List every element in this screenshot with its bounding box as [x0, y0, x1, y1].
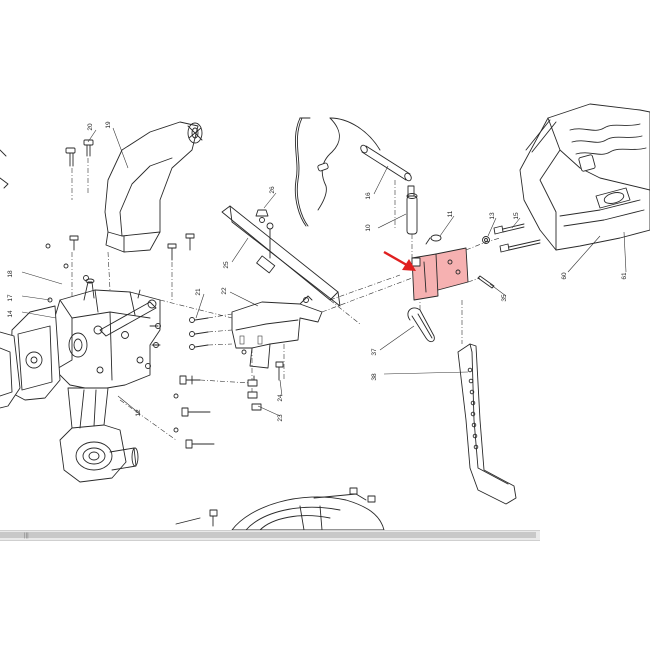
cross-plate-25 — [221, 205, 401, 307]
mounting-bracket-22 — [231, 295, 323, 392]
engine-housing — [519, 103, 650, 251]
callout-leader-11 — [439, 215, 455, 237]
bolt-set-lower-left — [173, 375, 215, 449]
callout-label-15: 15 — [513, 212, 520, 220]
callout-label-16: 16 — [365, 192, 372, 200]
highlight-arrow-icon — [383, 250, 416, 271]
callout-leader-21 — [195, 293, 205, 319]
bolt-set-shroud-base — [45, 233, 195, 303]
callout-label-24: 24 — [277, 394, 284, 402]
callout-leader-20 — [87, 129, 97, 143]
callout-leader-14 — [21, 311, 57, 319]
callout-leader-17 — [21, 295, 51, 301]
callout-leader-15 — [511, 217, 521, 229]
highlighted-depth-bracket[interactable] — [383, 247, 469, 301]
callout-label-61: 61 — [621, 272, 628, 280]
callout-label-10: 10 — [365, 224, 372, 232]
lower-guard — [175, 487, 385, 531]
callout-leader-22 — [229, 291, 259, 307]
callout-leader-19 — [112, 127, 129, 169]
callout-labels: 20 19 26 25 22 21 18 17 14 12 24 23 16 10 11 13 15 35 37 38… — [7, 121, 628, 422]
pin-15 — [467, 275, 495, 289]
callout-label-37: 37 — [371, 348, 378, 356]
callout-leader-60 — [567, 235, 601, 273]
callout-label-20: 20 — [87, 123, 94, 131]
callout-leader-18 — [21, 271, 63, 285]
bolt-set-20 — [65, 139, 94, 200]
rod-16 — [360, 144, 412, 230]
callout-leader-61 — [623, 231, 627, 273]
callout-label-13: 13 — [489, 212, 496, 220]
callout-label-23: 23 — [277, 414, 284, 422]
scrollbar-thumb[interactable]: ||| — [0, 532, 536, 539]
clip-11 — [425, 234, 442, 245]
gearbox-assembly — [0, 149, 161, 483]
callout-label-35: 35 — [501, 294, 508, 302]
assembly-center-lines — [71, 251, 413, 441]
callout-leader-16 — [373, 165, 389, 195]
callout-leader-10 — [377, 213, 407, 229]
callout-label-14: 14 — [7, 310, 14, 318]
bolt-26 — [255, 209, 269, 223]
callout-label-60: 60 — [561, 272, 568, 280]
callout-leader-37 — [379, 325, 415, 351]
callout-leader-38 — [383, 371, 469, 375]
callout-label-19: 19 — [105, 121, 112, 129]
throttle-cables — [294, 117, 381, 227]
horizontal-scrollbar[interactable]: ||| — [0, 530, 540, 541]
hairpin-clip-37 — [407, 300, 435, 343]
callout-leader-12 — [117, 395, 141, 415]
callout-label-25: 25 — [223, 261, 230, 269]
bracket-plate-side[interactable] — [436, 248, 468, 290]
callout-label-11: 11 — [447, 210, 454, 217]
upper-shroud — [104, 121, 203, 253]
callout-leader-26 — [263, 192, 277, 209]
callout-leader-13 — [487, 217, 497, 237]
callout-label-38: 38 — [371, 373, 378, 381]
callout-leader-25 — [231, 237, 249, 263]
bolt-set-13-14 — [465, 223, 541, 253]
bolt-set-21 — [189, 313, 233, 350]
callout-leader-23 — [257, 405, 281, 417]
callout-label-21: 21 — [195, 288, 202, 296]
bolt-set-23-24 — [247, 361, 284, 411]
callout-leader-35 — [489, 283, 507, 297]
callout-label-18: 18 — [7, 270, 14, 278]
callout-label-17: 17 — [7, 294, 14, 302]
callout-label-22: 22 — [221, 287, 228, 295]
callout-label-26: 26 — [269, 186, 276, 194]
depth-bar-38 — [457, 300, 517, 505]
callout-leader-24 — [279, 379, 283, 397]
pin-10 — [406, 185, 418, 262]
callout-label-12: 12 — [135, 409, 142, 417]
grip-lines-icon: ||| — [24, 533, 29, 539]
